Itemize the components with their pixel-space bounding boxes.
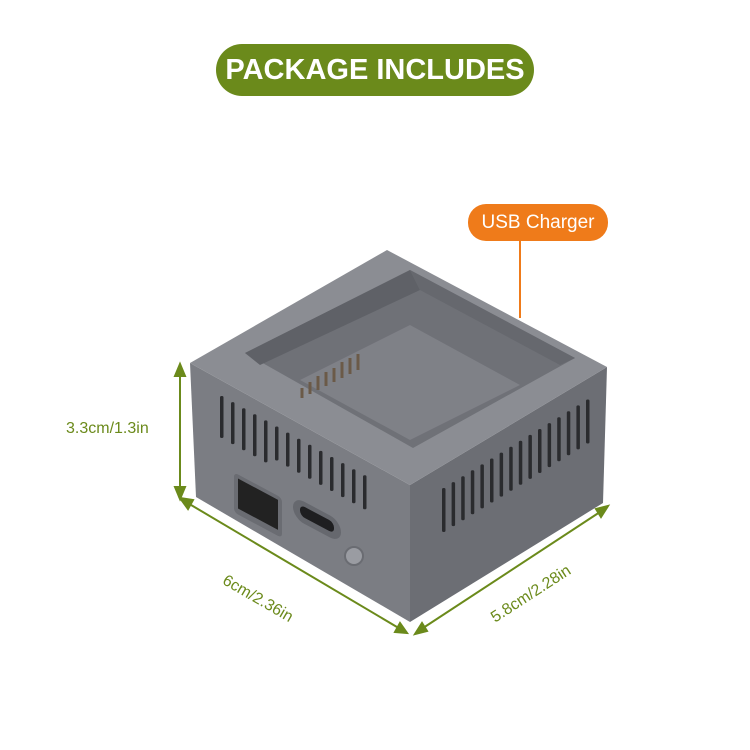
vent-slot bbox=[499, 452, 504, 497]
vent-slot bbox=[470, 470, 475, 515]
vent-slot bbox=[528, 434, 532, 479]
vent-slot bbox=[547, 423, 552, 468]
vent-slot bbox=[490, 458, 494, 503]
vent-slot bbox=[461, 476, 465, 521]
vent-slot bbox=[341, 463, 345, 498]
width-dimension-line bbox=[185, 501, 403, 631]
vent-slot bbox=[509, 446, 513, 491]
usb-charger-product bbox=[190, 250, 607, 622]
vent-slot bbox=[566, 411, 571, 456]
vent-slot bbox=[286, 432, 290, 467]
vent-slot bbox=[242, 408, 246, 451]
vent-slot bbox=[308, 444, 312, 479]
vent-slot bbox=[264, 420, 268, 463]
vent-slot bbox=[576, 405, 580, 450]
vent-slot bbox=[518, 440, 523, 485]
vent-slot bbox=[586, 399, 590, 444]
vent-slot bbox=[538, 429, 542, 473]
vent-slot bbox=[253, 414, 257, 457]
vent-slot bbox=[480, 464, 484, 509]
vent-slot bbox=[220, 396, 224, 438]
vent-slot bbox=[557, 417, 561, 462]
vent-slot bbox=[451, 482, 456, 527]
vent-slot bbox=[442, 488, 446, 532]
height-dimension-label: 3.3cm/1.3in bbox=[66, 420, 149, 437]
package-includes-header: PACKAGE INCLUDES bbox=[216, 44, 534, 96]
usb-charger-callout: USB Charger bbox=[468, 204, 608, 241]
depth-dimension-line bbox=[419, 509, 604, 631]
vent-slot bbox=[330, 457, 334, 491]
vent-slot bbox=[297, 438, 301, 473]
vent-slot bbox=[231, 402, 235, 445]
vent-slot bbox=[363, 475, 367, 510]
vent-slot bbox=[319, 450, 323, 485]
vent-slots bbox=[220, 396, 590, 532]
led-indicator bbox=[344, 546, 364, 566]
vent-slot bbox=[352, 469, 356, 504]
vent-slot bbox=[275, 426, 279, 461]
